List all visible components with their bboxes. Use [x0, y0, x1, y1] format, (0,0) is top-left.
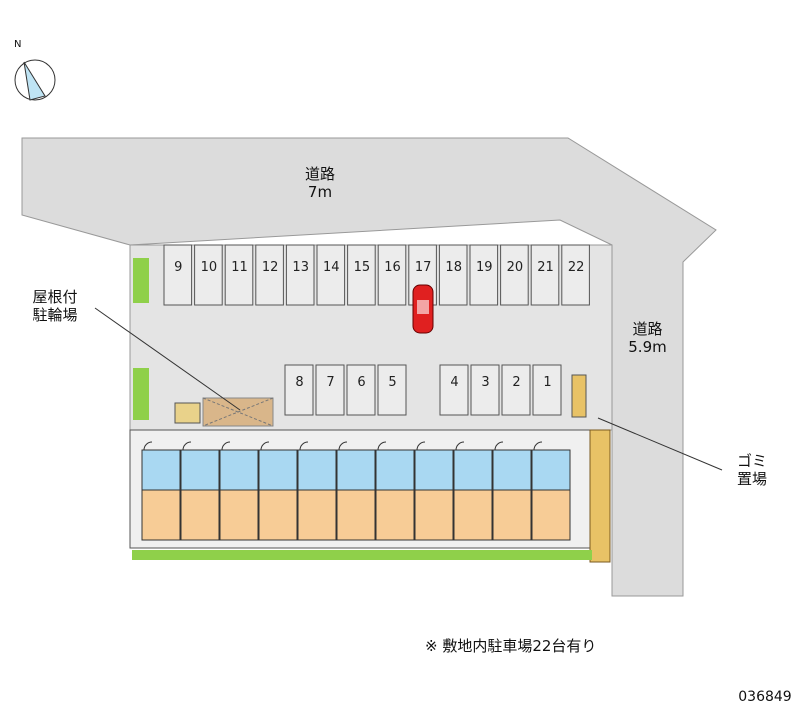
parking-space-number: 5: [388, 375, 396, 390]
apartment-unit: [336, 441, 376, 541]
parking-space: [530, 244, 560, 306]
north-label: N: [14, 39, 22, 50]
parking-space-number: 2: [512, 375, 520, 390]
bicycle-parking-label: 屋根付 駐輪場: [20, 288, 90, 324]
parking-space-number: 3: [481, 375, 489, 390]
label-line: 置場: [736, 470, 767, 488]
parking-space: [561, 244, 590, 306]
parking-space: [284, 364, 314, 416]
parking-space: [377, 244, 407, 306]
apartment-unit: [297, 441, 337, 541]
parking-space: [500, 244, 529, 306]
parking-space-number: 18: [445, 260, 462, 275]
parking-space: [163, 244, 193, 306]
property-code: 036849: [738, 689, 792, 705]
label-line: ゴミ: [736, 452, 767, 470]
parking-space: [377, 364, 407, 416]
apartment-unit: [492, 441, 532, 541]
green-strip: [133, 258, 149, 303]
apartment-unit: [453, 441, 493, 541]
parking-space: [194, 244, 223, 306]
parking-space-number: 11: [231, 260, 248, 275]
green-strip: [132, 550, 592, 560]
road-top-label: 道路 7m: [290, 165, 350, 201]
road-name: 道路: [304, 165, 335, 183]
parking-space-number: 16: [384, 260, 401, 275]
apartment-unit: [531, 441, 571, 541]
parking-space-number: 20: [507, 260, 524, 275]
road: [21, 137, 717, 597]
compass-icon: [14, 59, 56, 101]
parking-space-number: 7: [326, 375, 334, 390]
apartment-unit: [219, 441, 259, 541]
parking-space: [439, 364, 469, 416]
apartment-unit: [180, 441, 220, 541]
road-width: 5.9m: [628, 338, 667, 356]
parking-space-number: 19: [476, 260, 493, 275]
parking-space: [315, 364, 345, 416]
parking-space: [532, 364, 562, 416]
parking-space-number: 8: [295, 375, 303, 390]
parking-space: [224, 244, 254, 306]
parking-space-number: 12: [262, 260, 279, 275]
parking-space-number: 21: [537, 260, 554, 275]
parking-space: [285, 244, 315, 306]
parking-space: [346, 364, 376, 416]
label-line: 駐輪場: [32, 306, 78, 324]
parking-space-number: 6: [357, 375, 365, 390]
parking-space-number: 17: [415, 260, 432, 275]
parking-space: [470, 364, 500, 416]
parking-space: [316, 244, 346, 306]
road-right-label: 道路 5.9m: [615, 320, 680, 356]
parking-space-number: 10: [201, 260, 218, 275]
parking-note: ※ 敷地内駐車場22台有り: [425, 637, 597, 655]
garbage-box: [571, 374, 587, 418]
road-name: 道路: [632, 320, 663, 338]
parking-space-number: 4: [450, 375, 458, 390]
parking-space: [501, 364, 531, 416]
parking-space-number: 15: [354, 260, 371, 275]
brick-wall: [589, 429, 611, 563]
apartment-unit: [141, 441, 181, 541]
road-width: 7m: [307, 183, 333, 201]
parking-space-number: 14: [323, 260, 340, 275]
label-line: 屋根付: [32, 288, 78, 306]
parking-space-number: 1: [543, 375, 551, 390]
parking-space-number: 22: [568, 260, 585, 275]
parking-space: [438, 244, 468, 306]
parking-space: [469, 244, 499, 306]
parking-space-number: 13: [292, 260, 309, 275]
parking-space: [255, 244, 284, 306]
parking-space: [347, 244, 376, 306]
green-strip: [133, 368, 149, 420]
parking-space-number: 9: [174, 260, 182, 275]
apartment-unit: [414, 441, 454, 541]
apartment-unit: [375, 441, 415, 541]
garbage-label: ゴミ 置場: [722, 452, 782, 488]
apartment-unit: [258, 441, 298, 541]
